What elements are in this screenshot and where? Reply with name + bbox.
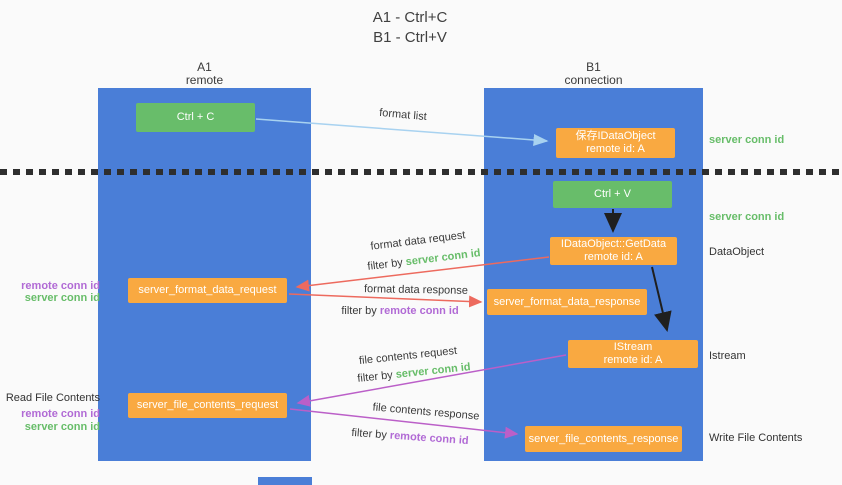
label-write-file-contents: Write File Contents: [709, 432, 803, 444]
server-conn-id-text: server conn id: [405, 247, 482, 269]
remote-conn-id-text: remote conn id: [379, 305, 459, 317]
lane-header-b1: B1 connection: [484, 61, 703, 87]
node-ctrl-v: Ctrl + V: [553, 181, 672, 208]
node-getdata-line1: IDataObject::GetData: [560, 238, 667, 250]
lane-b1-name: B1: [586, 60, 601, 74]
node-istream-line2: remote id: A: [603, 354, 663, 366]
server-conn-id-text: server conn id: [395, 361, 472, 381]
lane-b1-role: connection: [564, 73, 623, 87]
lane-a1-name: A1: [197, 60, 212, 74]
label-istream: Istream: [709, 350, 746, 362]
node-istream: IStream remote id: A: [568, 340, 698, 368]
label-filter-by-remote-1: filter by remote conn id: [341, 305, 458, 317]
filter-by-text: filter by: [341, 305, 377, 317]
label-file-contents-response: file contents response: [372, 401, 480, 423]
node-server-format-data-response: server_format_data_response: [487, 289, 647, 315]
label-filter-by-remote-2: filter by remote conn id: [351, 427, 469, 447]
label-format-list: format list: [378, 106, 428, 124]
label-format-data-request: format data request: [369, 229, 467, 253]
label-dataobject: DataObject: [709, 246, 765, 258]
label-server-conn-id-left-1: server conn id: [24, 292, 100, 304]
title-line-2: B1 - Ctrl+V: [373, 29, 447, 46]
filter-by-text: filter by: [366, 256, 404, 273]
remote-conn-id-text: remote conn id: [389, 429, 469, 448]
label-server-conn-id-left-2: server conn id: [24, 421, 100, 433]
dotted-divider-line: [0, 169, 842, 175]
node-save-idataobject: 保存IDataObject remote id: A: [556, 128, 675, 158]
node-file-response-label: server_file_contents_response: [528, 432, 679, 445]
diagram-title: A1 - Ctrl+C B1 - Ctrl+V: [280, 8, 540, 48]
node-istream-line1: IStream: [613, 341, 653, 353]
label-remote-conn-id-left-1: remote conn id: [21, 280, 100, 292]
node-save-idataobject-line2: remote id: A: [586, 143, 645, 155]
node-ctrl-c: Ctrl + C: [136, 103, 255, 132]
lane-header-a1: A1 remote: [98, 61, 311, 87]
node-format-response-label: server_format_data_response: [493, 295, 641, 308]
label-server-conn-id-mid-right: server conn id: [709, 211, 785, 223]
node-file-request-label: server_file_contents_request: [136, 399, 279, 411]
label-format-data-response: format data response: [363, 283, 469, 297]
node-getdata-line2: remote id: A: [584, 251, 643, 263]
node-server-file-contents-response: server_file_contents_response: [525, 426, 682, 452]
label-server-conn-id-top-right: server conn id: [709, 134, 785, 146]
node-ctrl-v-label: Ctrl + V: [594, 188, 631, 200]
label-read-file-contents: Read File Contents: [5, 392, 100, 404]
node-save-idataobject-line1: 保存IDataObject: [575, 130, 656, 142]
node-server-format-data-request: server_format_data_request: [128, 278, 287, 303]
filter-by-text: filter by: [356, 369, 394, 385]
filter-by-text: filter by: [351, 426, 388, 442]
lane-a1-role: remote: [185, 73, 224, 87]
node-idataobject-getdata: IDataObject::GetData remote id: A: [550, 237, 677, 265]
label-remote-conn-id-left-2: remote conn id: [21, 408, 100, 420]
node-format-request-label: server_format_data_request: [138, 284, 277, 296]
bottom-window-artifact: [258, 477, 312, 485]
node-ctrl-c-label: Ctrl + C: [176, 111, 215, 123]
node-server-file-contents-request: server_file_contents_request: [128, 393, 287, 418]
title-line-1: A1 - Ctrl+C: [372, 9, 448, 26]
